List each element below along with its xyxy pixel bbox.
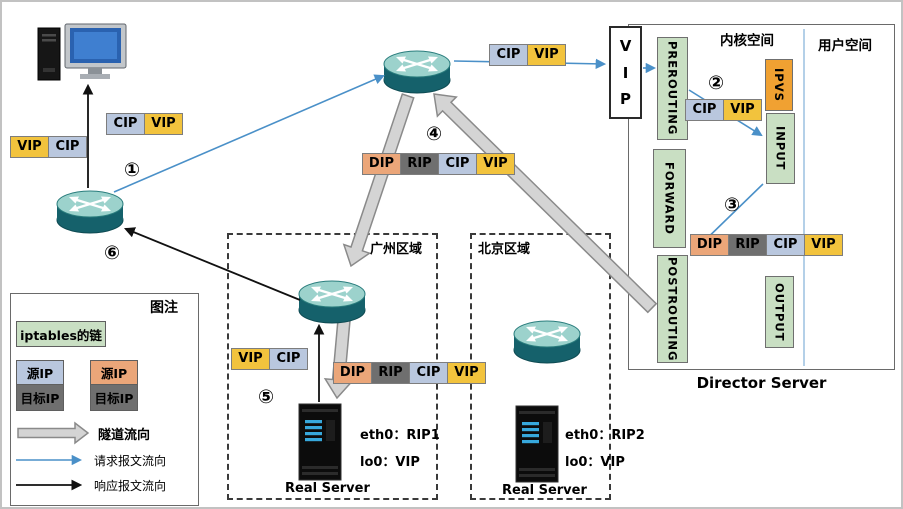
legend-source-ip-inner: 源IP (16, 360, 64, 385)
step-5: ⑤ (258, 386, 275, 408)
rip-field: RIP (371, 362, 410, 384)
legend-title: 图注 (150, 300, 178, 316)
cip-field: CIP (269, 348, 308, 370)
response-arrow-gz-to-client-router (124, 227, 301, 301)
tunnel-arrow (433, 93, 658, 314)
tunnel-arrow (17, 421, 90, 445)
router-guangzhou (297, 279, 367, 325)
chain-forward: FORWARD (653, 149, 686, 248)
cip-field: CIP (685, 99, 724, 121)
vip-field: VIP (723, 99, 762, 121)
cip-field: CIP (409, 362, 448, 384)
vip-letter: V (619, 36, 632, 55)
ipvs-module: IPVS (765, 59, 793, 111)
packet-tunnel-in-director: DIP RIP CIP VIP (690, 234, 843, 256)
nic-line: eth0：RIP2 (565, 428, 645, 443)
rip-field: RIP (400, 153, 439, 175)
chain-output: OUTPUT (765, 276, 794, 348)
vip-letter: P (620, 90, 631, 109)
vip-field: VIP (447, 362, 486, 384)
cip-field: CIP (438, 153, 477, 175)
nic-line: lo0：VIP (565, 455, 625, 470)
packet-request-in-director: CIP VIP (685, 99, 762, 121)
director-server-title: Director Server (696, 374, 827, 392)
tunnel-arrow (323, 318, 354, 400)
cip-field: CIP (489, 44, 528, 66)
vip-entry-box: V I P (609, 26, 642, 119)
packet-request-at-client: CIP VIP (106, 113, 183, 135)
dip-field: DIP (362, 153, 401, 175)
chain-prerouting: PREROUTING (657, 37, 688, 140)
rip-field: RIP (728, 234, 767, 256)
step-1: ① (124, 159, 141, 181)
vip-field: VIP (231, 348, 270, 370)
legend-tunnel-flow-label: 隧道流向 (98, 428, 151, 443)
chain-postrouting: POSTROUTING (657, 255, 688, 363)
step-4: ④ (426, 123, 443, 145)
nic-line: lo0：VIP (360, 455, 420, 470)
cip-field: CIP (48, 136, 87, 158)
packet-tunnel-to-core: DIP RIP CIP VIP (362, 153, 515, 175)
vip-letter: I (622, 63, 629, 82)
real-server-beijing-icon (515, 405, 559, 483)
region-beijing-label: 北京区域 (478, 242, 531, 257)
region-guangzhou-label: 广州区域 (370, 242, 423, 257)
cip-field: CIP (766, 234, 805, 256)
router-client-side (55, 189, 125, 235)
router-beijing (512, 319, 582, 365)
packet-response-at-guangzhou: VIP CIP (231, 348, 308, 370)
bj-server-nics: eth0：RIP2 lo0：VIP (565, 422, 645, 476)
vip-field: VIP (804, 234, 843, 256)
bj-server-caption: Real Server (502, 483, 587, 498)
step-6: ⑥ (104, 242, 121, 264)
dip-field: DIP (333, 362, 372, 384)
gz-server-nics: eth0：RIP1 lo0：VIP (360, 422, 440, 476)
router-core (382, 49, 452, 95)
chain-input: INPUT (766, 113, 795, 184)
packet-request-to-vip: CIP VIP (489, 44, 566, 66)
legend-request-flow-label: 请求报文流向 (94, 454, 167, 468)
legend-iptables-chip: iptables的链 (16, 321, 106, 347)
vip-field: VIP (476, 153, 515, 175)
packet-response-at-client: VIP CIP (10, 136, 87, 158)
vip-field: VIP (10, 136, 49, 158)
dip-field: DIP (690, 234, 729, 256)
client-computer (37, 23, 127, 81)
legend-source-ip-outer: 源IP (90, 360, 138, 385)
user-space-label: 用户空间 (818, 38, 872, 54)
devices (37, 23, 582, 483)
legend-target-ip-outer: 目标IP (90, 384, 138, 411)
request-arrow-client-to-core (113, 74, 385, 193)
step-2: ② (708, 72, 725, 94)
nic-line: eth0：RIP1 (360, 428, 440, 443)
legend-target-ip-inner: 目标IP (16, 384, 64, 411)
cip-field: CIP (106, 113, 145, 135)
real-server-guangzhou-icon (298, 403, 342, 481)
tunnel-arrow (342, 93, 415, 268)
packet-tunnel-at-guangzhou: DIP RIP CIP VIP (333, 362, 486, 384)
kernel-space-label: 内核空间 (720, 33, 774, 49)
vip-field: VIP (527, 44, 566, 66)
step-3: ③ (724, 194, 741, 216)
legend-response-flow-label: 响应报文流向 (94, 479, 167, 493)
gz-server-caption: Real Server (285, 481, 370, 496)
vip-field: VIP (144, 113, 183, 135)
